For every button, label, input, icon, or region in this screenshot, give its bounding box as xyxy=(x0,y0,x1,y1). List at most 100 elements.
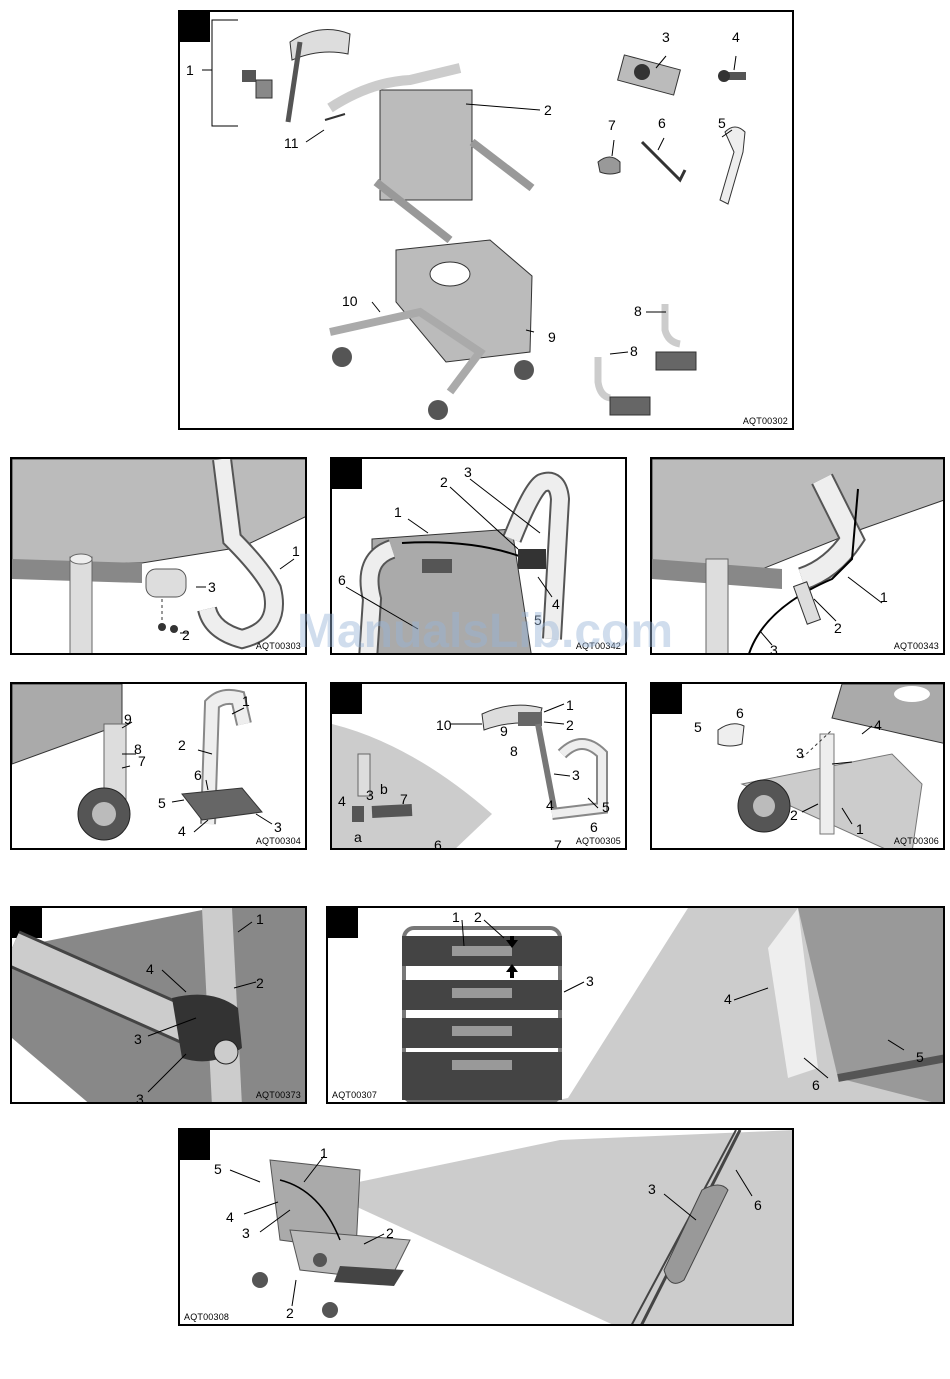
figure-code: AQT00342 xyxy=(576,641,621,651)
callout-2: 2 xyxy=(182,627,190,643)
callout-3b: 3 xyxy=(136,1091,144,1104)
figure-code: AQT00302 xyxy=(743,416,788,426)
callout-inset-4: 4 xyxy=(338,793,346,809)
diagram-panel-call-cord: 1 2 3 4 5 6 AQT00342 xyxy=(330,457,627,655)
diagram-panel-armrest-mounting: 3 1 2 AQT00303 xyxy=(10,457,307,655)
parts-overview-illustration: 1 2 3 4 5 6 7 8 8 9 10 11 xyxy=(180,12,794,430)
callout-3b: 3 xyxy=(648,1181,656,1197)
callout-2: 2 xyxy=(178,737,186,753)
callout-5: 5 xyxy=(718,115,726,131)
callout-1: 1 xyxy=(186,62,194,78)
figure-code: AQT00307 xyxy=(332,1090,377,1100)
callout-3: 3 xyxy=(586,973,594,989)
callout-4: 4 xyxy=(732,29,740,45)
callout-2: 2 xyxy=(440,474,448,490)
callout-3: 3 xyxy=(796,745,804,761)
callout-3: 3 xyxy=(572,767,580,783)
callout-5: 5 xyxy=(214,1161,222,1177)
callout-6: 6 xyxy=(812,1077,820,1093)
tilt-lock-illustration: 4 2 3 3 1 xyxy=(12,908,307,1104)
callout-4: 4 xyxy=(552,596,560,612)
callout-7: 7 xyxy=(608,117,616,133)
diagram-panel-tilt-lock: 4 2 3 3 1 AQT00373 xyxy=(10,906,307,1104)
cable-routing-illustration: 1 2 2 3 3 4 5 6 xyxy=(180,1130,794,1326)
callout-6: 6 xyxy=(338,572,346,588)
diagram-panel-brake: 4 3 2 1 5 6 AQT00306 xyxy=(650,682,945,850)
callout-4: 4 xyxy=(178,823,186,839)
figure-code: AQT00343 xyxy=(894,641,939,651)
callout-3: 3 xyxy=(770,642,778,655)
call-cord-illustration: 1 2 3 4 5 6 xyxy=(332,459,627,655)
diagram-panel-footrest: 1 2 3 4 5 6 7 8 9 AQT00304 xyxy=(10,682,307,850)
callout-1: 1 xyxy=(452,909,460,925)
callout-6: 6 xyxy=(590,819,598,835)
callout-4: 4 xyxy=(874,717,882,733)
callout-8b: 8 xyxy=(630,343,638,359)
armrest-mounting-illustration: 3 1 2 xyxy=(12,459,307,655)
callout-8: 8 xyxy=(134,741,142,757)
callout-inset-a: a xyxy=(354,829,362,845)
callout-1: 1 xyxy=(880,589,888,605)
callout-5: 5 xyxy=(534,612,542,628)
callout-10: 10 xyxy=(342,293,358,309)
backrest-straps-illustration: 1 2 3 4 5 6 xyxy=(328,908,945,1104)
callout-5: 5 xyxy=(916,1049,924,1065)
callout-6: 6 xyxy=(754,1197,762,1213)
callout-3: 3 xyxy=(464,464,472,480)
callout-9: 9 xyxy=(500,723,508,739)
callout-4: 4 xyxy=(724,991,732,1007)
callout-2: 2 xyxy=(474,909,482,925)
callout-1: 1 xyxy=(292,543,300,559)
callout-4: 4 xyxy=(146,961,154,977)
callout-2: 2 xyxy=(544,102,552,118)
callout-3a: 3 xyxy=(134,1031,142,1047)
callout-2: 2 xyxy=(834,620,842,636)
diagram-panel-headrest: 1 2 3 4 5 6 7 8 9 10 3 4 7 6 a b AQT0030… xyxy=(330,682,627,850)
brake-illustration: 4 3 2 1 5 6 xyxy=(652,684,945,850)
diagram-panel-cord-clip: 1 2 3 AQT00343 xyxy=(650,457,945,655)
callout-3: 3 xyxy=(662,29,670,45)
callout-1: 1 xyxy=(242,693,250,709)
callout-1: 1 xyxy=(256,911,264,927)
callout-5: 5 xyxy=(158,795,166,811)
callout-1: 1 xyxy=(856,821,864,837)
callout-3: 3 xyxy=(274,819,282,835)
callout-5: 5 xyxy=(694,719,702,735)
callout-9: 9 xyxy=(548,329,556,345)
callout-8a: 8 xyxy=(634,303,642,319)
figure-code: AQT00373 xyxy=(256,1090,301,1100)
diagram-panel-parts-overview: 1 2 3 4 5 6 7 8 8 9 10 11 AQT00302 xyxy=(178,10,794,430)
callout-6: 6 xyxy=(736,705,744,721)
callout-10: 10 xyxy=(436,717,452,733)
cord-clip-illustration: 1 2 3 xyxy=(652,459,945,655)
callout-3a: 3 xyxy=(242,1225,250,1241)
diagram-panel-backrest-straps: 1 2 3 4 5 6 AQT00307 xyxy=(326,906,945,1104)
callout-11: 11 xyxy=(284,135,299,151)
callout-2: 2 xyxy=(790,807,798,823)
callout-3: 3 xyxy=(208,579,216,595)
callout-2a: 2 xyxy=(386,1225,394,1241)
callout-2: 2 xyxy=(566,717,574,733)
callout-inset-6: 6 xyxy=(434,837,442,850)
callout-inset-b: b xyxy=(380,781,388,797)
figure-code: AQT00306 xyxy=(894,836,939,846)
diagram-panel-cable-routing: 1 2 2 3 3 4 5 6 AQT00308 xyxy=(178,1128,794,1326)
callout-5: 5 xyxy=(602,799,610,815)
callout-2b: 2 xyxy=(286,1305,294,1321)
callout-inset-7: 7 xyxy=(400,791,408,807)
callout-6: 6 xyxy=(658,115,666,131)
callout-4: 4 xyxy=(226,1209,234,1225)
callout-4: 4 xyxy=(546,797,554,813)
callout-7: 7 xyxy=(554,837,562,850)
figure-code: AQT00308 xyxy=(184,1312,229,1322)
figure-code: AQT00305 xyxy=(576,836,621,846)
callout-9: 9 xyxy=(124,711,132,727)
callout-1: 1 xyxy=(394,504,402,520)
callout-1: 1 xyxy=(320,1145,328,1161)
callout-inset-3: 3 xyxy=(366,787,374,803)
callout-8: 8 xyxy=(510,743,518,759)
callout-2: 2 xyxy=(256,975,264,991)
callout-1: 1 xyxy=(566,697,574,713)
headrest-illustration: 1 2 3 4 5 6 7 8 9 10 3 4 7 6 a b xyxy=(332,684,627,850)
callout-6: 6 xyxy=(194,767,202,783)
